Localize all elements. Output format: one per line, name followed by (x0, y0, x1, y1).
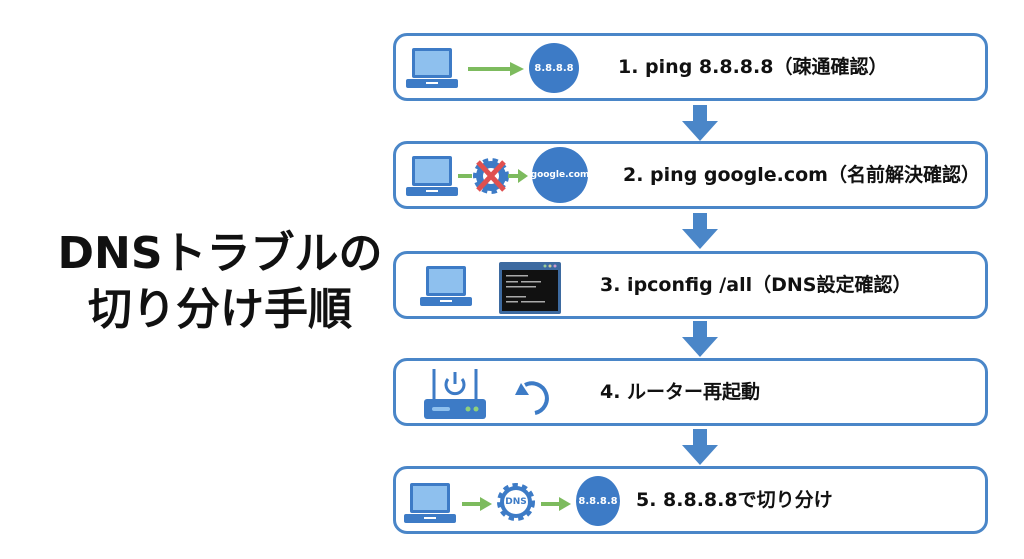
restart-icon (515, 381, 549, 415)
step-2-box: google.com 2. ping google.com（名前解決確認） (393, 141, 988, 209)
down-arrow-icon (682, 429, 718, 465)
down-arrow-icon (682, 105, 718, 141)
target-label: 8.8.8.8 (534, 62, 574, 74)
google-com-icon: google.com (530, 147, 590, 203)
step-5-box: DNS 8.8.8.8 5. 8.8.8.8で切り分け (393, 466, 988, 534)
dns-server-8888-icon: 8.8.8.8 (576, 476, 620, 526)
laptop-icon (406, 48, 458, 88)
laptop-icon (406, 156, 458, 196)
target-label: google.com (530, 170, 590, 180)
title-line-1: DNSトラブルの (57, 228, 383, 279)
laptop-icon (404, 483, 456, 523)
dns-server-8888-icon: 8.8.8.8 (529, 43, 579, 93)
step-1-label: 1. ping 8.8.8.8（疎通確認） (618, 56, 888, 78)
router-power-icon (424, 369, 486, 419)
dns-failed-icon (458, 158, 528, 194)
green-arrow-icon (468, 62, 524, 76)
dns-label: DNS (505, 497, 527, 507)
down-arrow-icon (682, 213, 718, 249)
laptop-icon (420, 266, 472, 306)
step-4-label: 4. ルーター再起動 (600, 381, 761, 403)
green-arrow-icon (541, 497, 571, 511)
green-arrow-icon (462, 497, 492, 511)
step-4-box: 4. ルーター再起動 (393, 358, 988, 426)
terminal-icon (499, 262, 561, 314)
page-title: DNSトラブルの 切り分け手順 (40, 226, 400, 338)
dns-gear-icon (497, 483, 535, 521)
step-2-label: 2. ping google.com（名前解決確認） (623, 164, 980, 186)
step-5-label: 5. 8.8.8.8で切り分け (636, 489, 833, 511)
title-line-2: 切り分け手順 (88, 284, 352, 335)
target-label: 8.8.8.8 (578, 495, 618, 507)
step-1-box: 8.8.8.8 1. ping 8.8.8.8（疎通確認） (393, 33, 988, 101)
step-3-label: 3. ipconfig /all（DNS設定確認） (600, 274, 912, 296)
down-arrow-icon (682, 321, 718, 357)
step-3-box: 3. ipconfig /all（DNS設定確認） (393, 251, 988, 319)
